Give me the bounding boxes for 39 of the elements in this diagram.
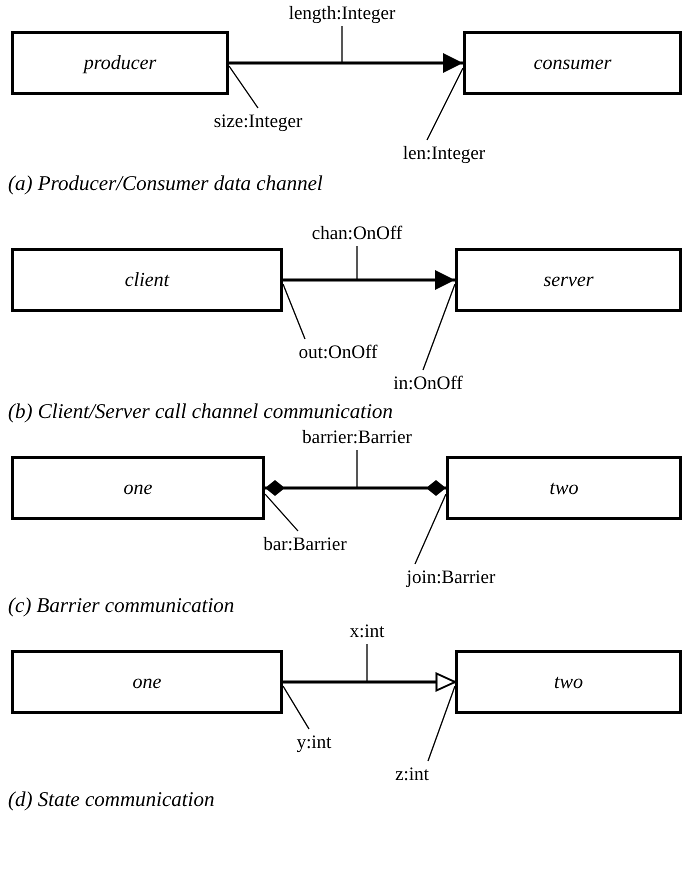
leader-line bbox=[282, 284, 306, 340]
component-box: server bbox=[455, 248, 682, 312]
caption: (d) State communication bbox=[8, 786, 214, 812]
component-box: one bbox=[11, 456, 265, 520]
leader-line bbox=[356, 450, 358, 488]
leader-line bbox=[427, 686, 456, 762]
leader-line bbox=[341, 26, 343, 62]
channel-arrow bbox=[283, 270, 455, 290]
leader-line bbox=[426, 68, 464, 140]
component-box: producer bbox=[11, 31, 229, 95]
port-label: in:OnOff bbox=[372, 370, 484, 396]
component-box: one bbox=[11, 650, 283, 714]
leader-line bbox=[264, 494, 298, 532]
port-label: barrier:Barrier bbox=[262, 424, 452, 450]
channel-arrow bbox=[229, 53, 463, 73]
component-box: two bbox=[446, 456, 682, 520]
leader-line bbox=[282, 686, 310, 730]
component-box: client bbox=[11, 248, 283, 312]
port-label: len:Integer bbox=[376, 140, 512, 166]
port-label: x:int bbox=[330, 618, 404, 644]
component-box: consumer bbox=[463, 31, 682, 95]
caption: (b) Client/Server call channel communication bbox=[8, 398, 393, 424]
port-label: out:OnOff bbox=[276, 339, 400, 365]
port-label: size:Integer bbox=[188, 108, 328, 134]
leader-line bbox=[356, 246, 358, 280]
port-label: join:Barrier bbox=[378, 564, 524, 590]
port-label: length:Integer bbox=[262, 0, 422, 26]
caption: (a) Producer/Consumer data channel bbox=[8, 170, 323, 196]
channel-arrow bbox=[283, 672, 456, 692]
leader-line bbox=[366, 644, 368, 682]
port-label: z:int bbox=[374, 761, 450, 787]
component-box: two bbox=[455, 650, 682, 714]
port-label: y:int bbox=[276, 729, 352, 755]
caption: (c) Barrier communication bbox=[8, 592, 234, 618]
leader-line bbox=[228, 66, 259, 108]
port-label: bar:Barrier bbox=[240, 531, 370, 557]
leader-line bbox=[414, 494, 447, 564]
port-label: chan:OnOff bbox=[290, 220, 424, 246]
leader-line bbox=[422, 284, 456, 370]
